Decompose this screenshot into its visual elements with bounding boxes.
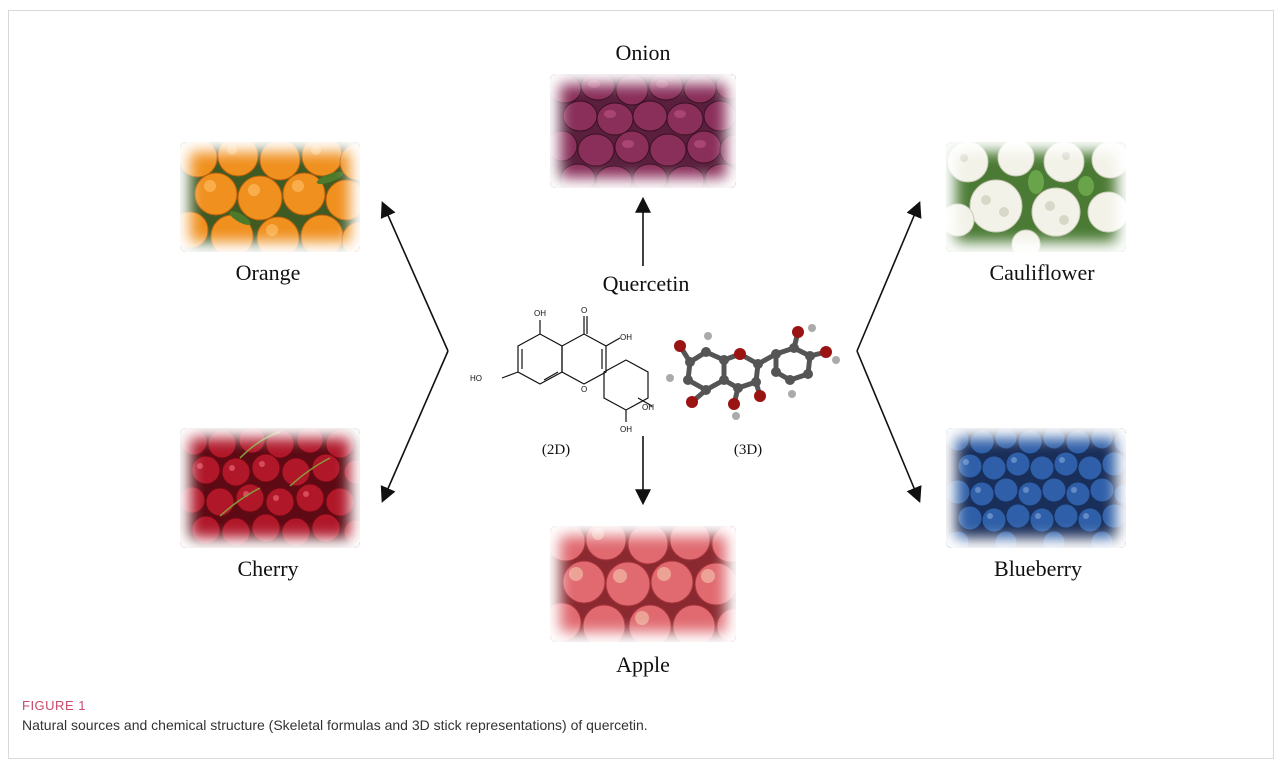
skeletal-formula-2d: OH O OH O HO OH OH — [470, 306, 654, 434]
label-2d: (2D) — [541, 442, 571, 458]
figure-caption-text: Natural sources and chemical structure (… — [22, 717, 648, 733]
cauliflower-photo — [946, 142, 1126, 252]
arrow-to-blueberry — [856, 350, 922, 503]
atom-o-ring: O — [581, 385, 587, 394]
arrow-to-orange — [380, 201, 449, 352]
quercetin-label: Quercetin — [602, 271, 690, 296]
cherry-label: Cherry — [237, 556, 299, 581]
atom-oh-ring-c: OH — [620, 333, 632, 342]
label-3d: (3D) — [733, 442, 763, 458]
ball-and-stick-3d — [666, 324, 840, 420]
atom-oh-right: OH — [642, 403, 654, 412]
quercetin-diagram: Onion Orange — [180, 40, 1126, 677]
cauliflower-label: Cauliflower — [989, 260, 1095, 285]
blueberry-label: Blueberry — [994, 556, 1082, 581]
onion-label: Onion — [615, 40, 671, 65]
orange-photo — [180, 142, 360, 252]
figure-caption: FIGURE 1 Natural sources and chemical st… — [22, 698, 1262, 733]
blueberry-photo — [946, 428, 1126, 548]
apple-label: Apple — [616, 652, 670, 677]
arrows-layer — [380, 196, 922, 506]
arrow-to-cauliflower — [856, 201, 922, 352]
apple-photo — [550, 526, 736, 642]
onion-photo — [550, 74, 736, 188]
figure-number: FIGURE 1 — [22, 698, 86, 713]
cherry-photo — [180, 428, 360, 548]
atom-oh-bottom: OH — [620, 425, 632, 434]
atom-ho-left: HO — [470, 374, 482, 383]
atom-o-carbonyl: O — [581, 306, 587, 315]
arrow-to-cherry — [380, 350, 449, 503]
orange-label: Orange — [235, 260, 301, 285]
atom-oh-top: OH — [534, 309, 546, 318]
